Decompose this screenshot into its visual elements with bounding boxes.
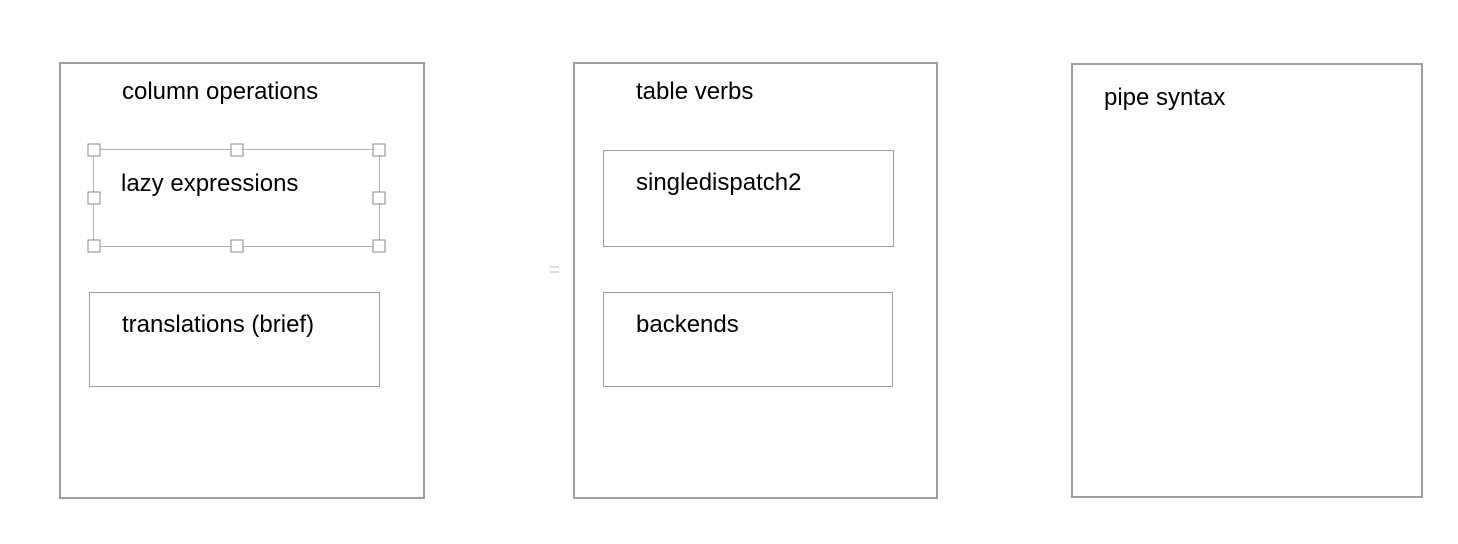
shape-label: translations (brief) — [122, 311, 315, 338]
resize-handle-bottom-right[interactable] — [372, 239, 386, 253]
group-shape-pipe-syntax[interactable]: pipe syntax — [1071, 63, 1423, 498]
stray-mark — [550, 266, 559, 274]
resize-handle-middle-right[interactable] — [372, 191, 386, 205]
group-shape-table-verbs[interactable]: table verbs singledispatch2 backends — [573, 62, 938, 499]
shape-lazy-expressions[interactable]: lazy expressions — [87, 143, 386, 253]
resize-handle-top-right[interactable] — [372, 143, 386, 157]
group-title: table verbs — [636, 78, 754, 105]
shape-translations-brief[interactable]: translations (brief) — [89, 292, 380, 387]
shape-singledispatch2[interactable]: singledispatch2 — [603, 150, 894, 247]
resize-handle-top-left[interactable] — [87, 143, 101, 157]
group-title: pipe syntax — [1104, 84, 1226, 111]
shape-label: backends — [636, 311, 739, 338]
group-shape-column-operations[interactable]: column operations lazy expressions trans… — [59, 62, 425, 499]
resize-handle-bottom-middle[interactable] — [230, 239, 243, 253]
resize-handle-bottom-left[interactable] — [87, 239, 101, 253]
shape-label: singledispatch2 — [636, 169, 802, 196]
resize-handle-middle-left[interactable] — [87, 191, 101, 205]
group-title: column operations — [122, 78, 319, 105]
shape-backends[interactable]: backends — [603, 292, 893, 387]
resize-handle-top-middle[interactable] — [230, 143, 243, 157]
shape-label: lazy expressions — [121, 170, 299, 197]
